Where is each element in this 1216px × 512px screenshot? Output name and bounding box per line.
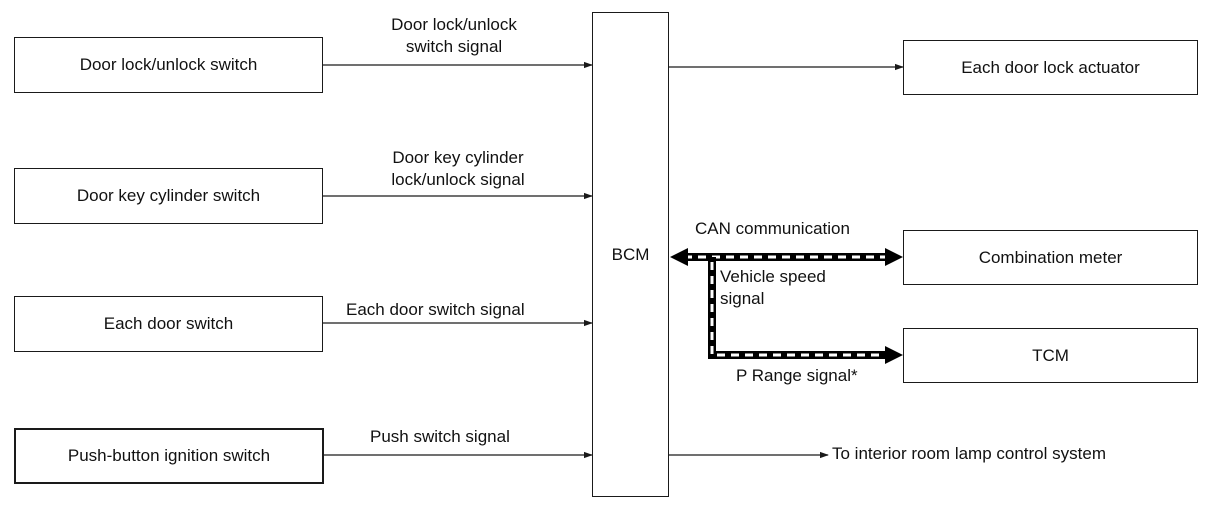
can-arrowhead-right — [885, 248, 903, 266]
interior-room-lamp-label: To interior room lamp control system — [832, 444, 1106, 463]
push-button-ignition-switch-box: Push-button ignition switch — [14, 428, 324, 484]
vehicle-speed-signal-line1: Vehicle speed — [720, 267, 826, 286]
door-key-cylinder-signal-label: Door key cylinder lock/unlock signal — [340, 147, 576, 191]
door-lock-unlock-switch-label: Door lock/unlock switch — [79, 55, 258, 74]
door-key-cylinder-signal-line2: lock/unlock signal — [391, 170, 525, 189]
can-communication-label: CAN communication — [695, 219, 850, 238]
push-button-ignition-switch-label: Push-button ignition switch — [67, 446, 271, 465]
tcm-arrowhead — [885, 346, 903, 364]
can-arrowhead-left — [670, 248, 688, 266]
tcm-box: TCM — [903, 328, 1198, 383]
each-door-lock-actuator-label: Each door lock actuator — [961, 57, 1140, 77]
door-key-cylinder-switch-label: Door key cylinder switch — [76, 186, 261, 205]
tcm-label: TCM — [1032, 345, 1069, 365]
door-key-cylinder-signal-line1: Door key cylinder — [392, 148, 524, 167]
push-switch-signal-label: Push switch signal — [370, 427, 510, 446]
each-door-switch-box: Each door switch — [14, 296, 323, 352]
door-lock-switch-signal-label: Door lock/unlock switch signal — [340, 14, 568, 58]
door-lock-switch-signal-line2: switch signal — [405, 37, 503, 56]
door-lock-unlock-switch-box: Door lock/unlock switch — [14, 37, 323, 93]
vehicle-speed-signal-label: Vehicle speed signal — [720, 266, 826, 310]
each-door-switch-label: Each door switch — [103, 314, 234, 333]
each-door-switch-signal-label: Each door switch signal — [346, 300, 525, 319]
bcm-box: BCM — [592, 12, 669, 497]
p-range-signal-label: P Range signal* — [736, 366, 858, 385]
combination-meter-label: Combination meter — [978, 247, 1123, 267]
vehicle-speed-signal-line2: signal — [720, 289, 765, 308]
combination-meter-box: Combination meter — [903, 230, 1198, 285]
each-door-lock-actuator-box: Each door lock actuator — [903, 40, 1198, 95]
door-lock-switch-signal-line1: Door lock/unlock — [391, 15, 517, 34]
bcm-label: BCM — [611, 244, 650, 264]
can-bus — [670, 248, 903, 364]
door-key-cylinder-switch-box: Door key cylinder switch — [14, 168, 323, 224]
